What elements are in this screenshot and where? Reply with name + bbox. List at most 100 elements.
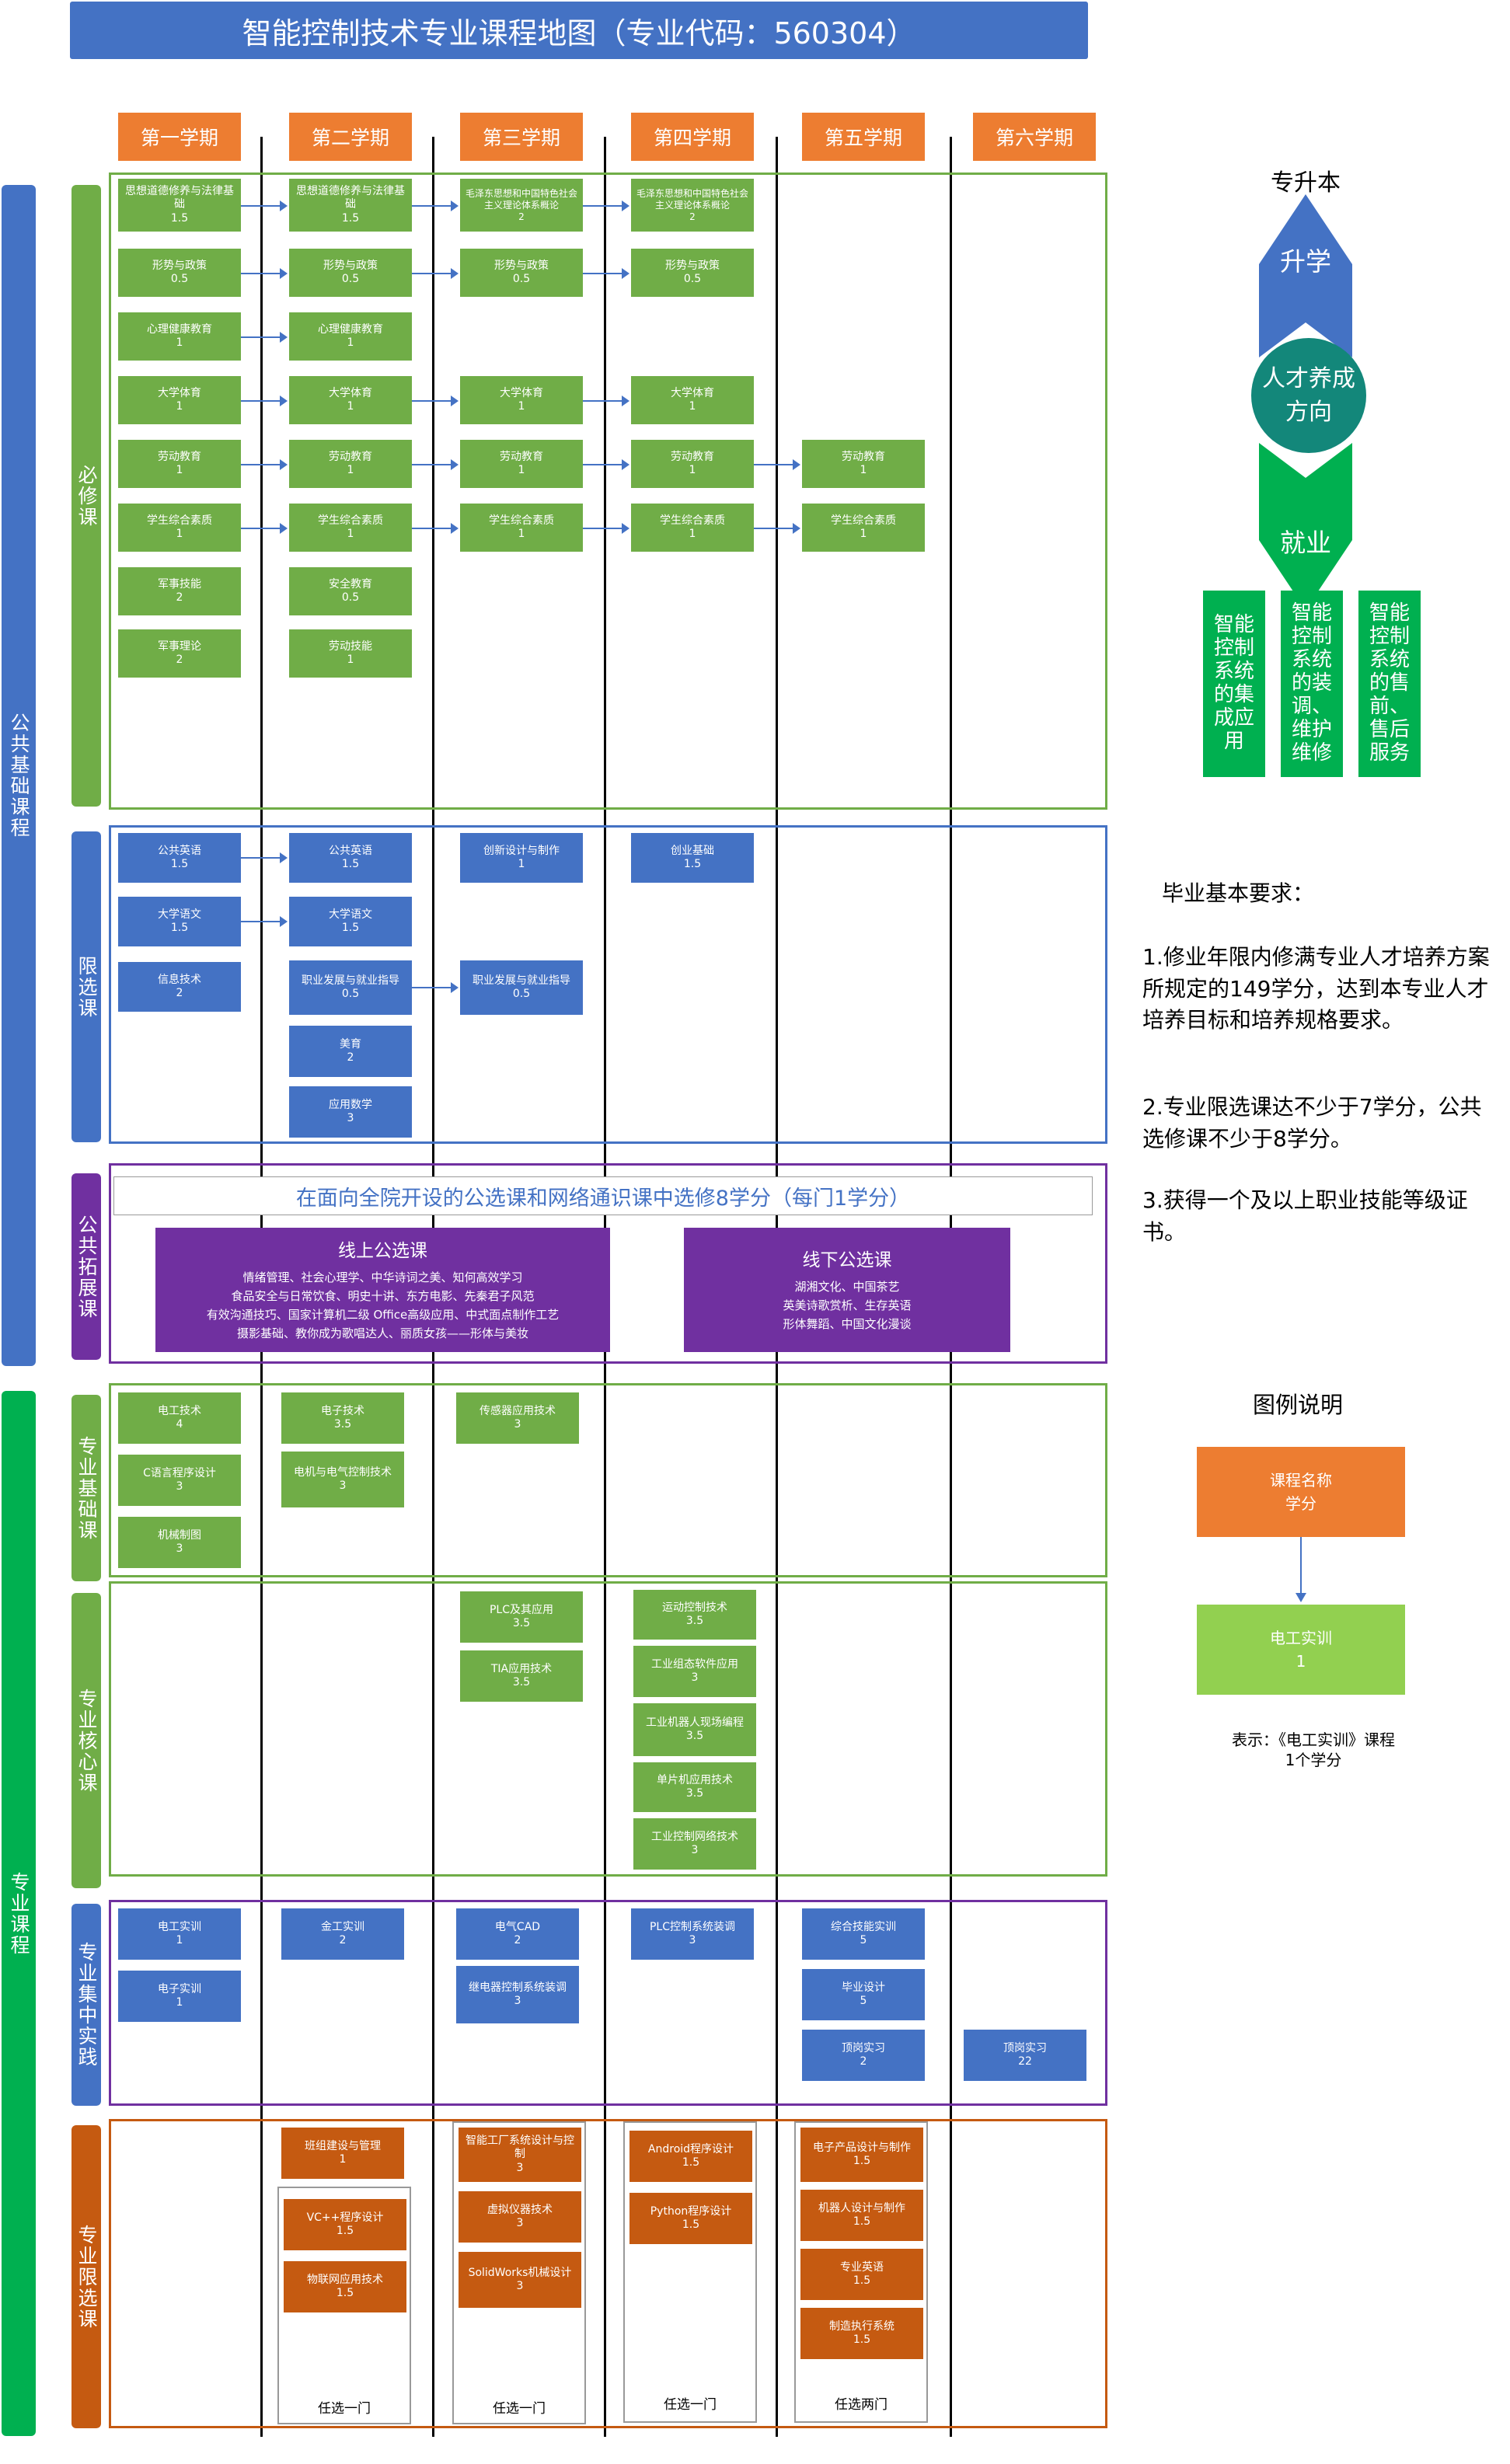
requirement-item: 3.获得一个及以上职业技能等级证书。: [1142, 1187, 1468, 1245]
down-label: 就业: [1280, 528, 1331, 558]
expand-frame: [109, 1163, 1107, 1364]
offline-line: 湖湘文化、中国茶艺: [794, 1280, 900, 1295]
arrow: [412, 268, 459, 279]
arrow: [583, 396, 629, 406]
arrow: [583, 459, 629, 470]
pro-practice-frame: [109, 1900, 1107, 2106]
semester-header-4: 第四学期: [631, 113, 754, 161]
requirement-item: 2.专业限选课达不少于7学分，公共选修课不少于8学分。: [1142, 1094, 1482, 1152]
pro-practice-label: 专业集中实践: [71, 1904, 101, 2106]
job-box: 智能控制系统的售前、售后服务: [1358, 591, 1421, 777]
arrow: [241, 523, 288, 534]
semester-header-6: 第六学期: [973, 113, 1096, 161]
arrow: [412, 982, 459, 993]
arrow: [583, 523, 629, 534]
online-electives: 线上公选课 情绪管理、社会心理学、中华诗词之美、知何高效学习 食品安全与日常饮食…: [155, 1228, 610, 1352]
direction-top-label: 专升本: [1271, 169, 1341, 197]
legend-note-line: 1个学分: [1285, 1751, 1342, 1769]
pro-limited-frame: [109, 2119, 1107, 2428]
offline-electives: 线下公选课 湖湘文化、中国茶艺 英美诗歌赏析、生存英语 形体舞蹈、中国文化漫谈: [684, 1228, 1010, 1352]
arrow: [412, 459, 459, 470]
up-arrow-icon: [1259, 194, 1352, 357]
legend-example-name: 电工实训: [1270, 1629, 1332, 1647]
expand-label: 公共拓展课: [71, 1173, 101, 1360]
arrow: [412, 200, 459, 211]
legend-note-line: 表示：《电工实训》课程: [1232, 1730, 1395, 1749]
arrow: [583, 268, 629, 279]
online-line: 摄影基础、教你成为歌唱达人、丽质女孩——形体与美妆: [236, 1326, 528, 1341]
down-arrow-icon: [1259, 443, 1352, 610]
arrow: [241, 459, 288, 470]
offline-title: 线下公选课: [802, 1249, 892, 1270]
legend-sample-name: 课程名称: [1270, 1471, 1332, 1490]
arrow: [241, 852, 288, 863]
up-label: 升学: [1280, 246, 1331, 277]
legend-title: 图例说明: [1252, 1392, 1343, 1418]
limited-label: 限选课: [71, 831, 101, 1142]
direction-center-circle: 人才养成方向: [1251, 338, 1366, 453]
online-line: 有效沟通技巧、国家计算机二级 Office高级应用、中式面点制作工艺: [206, 1308, 560, 1323]
online-line: 食品安全与日常饮食、明史十讲、东方电影、先秦君子风范: [231, 1289, 535, 1304]
online-line: 情绪管理、社会心理学、中华诗词之美、知何高效学习: [242, 1270, 523, 1285]
arrow: [754, 523, 800, 534]
semester-header-2: 第二学期: [289, 113, 412, 161]
arrow: [412, 396, 459, 406]
offline-line: 形体舞蹈、中国文化漫谈: [783, 1317, 912, 1332]
pro-core-label: 专业核心课: [71, 1593, 101, 1888]
arrow: [241, 916, 288, 927]
limited-frame: [109, 825, 1107, 1144]
pro-basic-label: 专业基础课: [71, 1395, 101, 1581]
elective-choice-label: 任选一门: [318, 2401, 371, 2417]
legend-example-card: 电工实训 1: [1197, 1605, 1405, 1695]
legend-arrow-line: [1300, 1537, 1302, 1599]
job-box: 智能控制系统的装调、维护维修: [1281, 591, 1343, 777]
pro-basic-frame: [109, 1383, 1107, 1577]
